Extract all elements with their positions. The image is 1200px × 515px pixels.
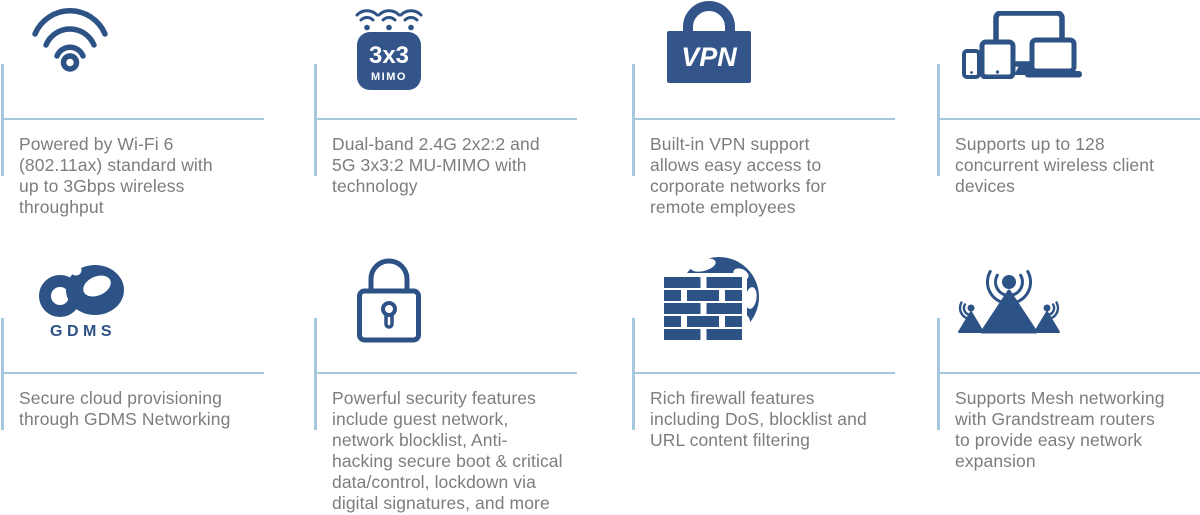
icon-area [632, 240, 895, 430]
client-devices-icon [962, 10, 1086, 80]
icon-area [1, 0, 264, 176]
feature-card-vpn: VPN Built-in VPN support allows easy acc… [632, 0, 895, 218]
feature-description: Supports Mesh networking with Grandstrea… [955, 388, 1165, 471]
divider-tick [1, 64, 4, 176]
vpn-lock-icon: VPN [667, 1, 751, 83]
divider-tick [937, 64, 940, 176]
icon-area: 3x3 MIMO [314, 0, 577, 176]
feature-description: Supports up to 128 concurrent wireless c… [955, 134, 1155, 196]
feature-description: Secure cloud provisioning through GDMS N… [19, 388, 231, 429]
divider-tick [632, 318, 635, 430]
divider-tick [1, 318, 4, 430]
divider-tick [314, 318, 317, 430]
icon-area [937, 240, 1200, 430]
wifi-icon [30, 4, 110, 72]
feature-card-mimo: 3x3 MIMO Dual-band 2.4G 2x2:2 and 5G 3x3… [314, 0, 577, 197]
3x3-mimo-icon: 3x3 MIMO [351, 6, 427, 90]
icon-area [937, 0, 1200, 176]
feature-description: Powerful security features include guest… [332, 388, 563, 513]
icon-area: VPN [632, 0, 895, 176]
firewall-globe-icon [657, 253, 761, 349]
feature-description: Dual-band 2.4G 2x2:2 and 5G 3x3:2 MU-MIM… [332, 134, 540, 196]
icon-area: GDMS [1, 240, 264, 430]
feature-card-security: Powerful security features include guest… [314, 240, 577, 514]
feature-card-gdms: GDMS Secure cloud provisioning through G… [1, 240, 264, 430]
feature-card-firewall: Rich firewall features including DoS, bl… [632, 240, 895, 451]
divider-tick [632, 64, 635, 176]
mimo-badge-text: 3x3 [369, 42, 409, 69]
feature-description: Rich firewall features including DoS, bl… [650, 388, 867, 450]
feature-card-mesh: Supports Mesh networking with Grandstrea… [937, 240, 1200, 472]
feature-card-wifi6: Powered by Wi-Fi 6 (802.11ax) standard w… [1, 0, 264, 218]
feature-description: Built-in VPN support allows easy access … [650, 134, 827, 217]
gdms-wordmark: GDMS [50, 323, 116, 340]
feature-description: Powered by Wi-Fi 6 (802.11ax) standard w… [19, 134, 213, 217]
gdms-cloud-logo: GDMS [37, 258, 129, 340]
divider-tick [314, 64, 317, 176]
divider-tick [937, 318, 940, 430]
feature-card-clients: Supports up to 128 concurrent wireless c… [937, 0, 1200, 197]
mimo-badge-subtext: MIMO [371, 71, 407, 83]
padlock-icon [357, 251, 421, 343]
mesh-networking-icon [945, 262, 1077, 336]
icon-area [314, 240, 577, 430]
vpn-label: VPN [681, 42, 737, 72]
